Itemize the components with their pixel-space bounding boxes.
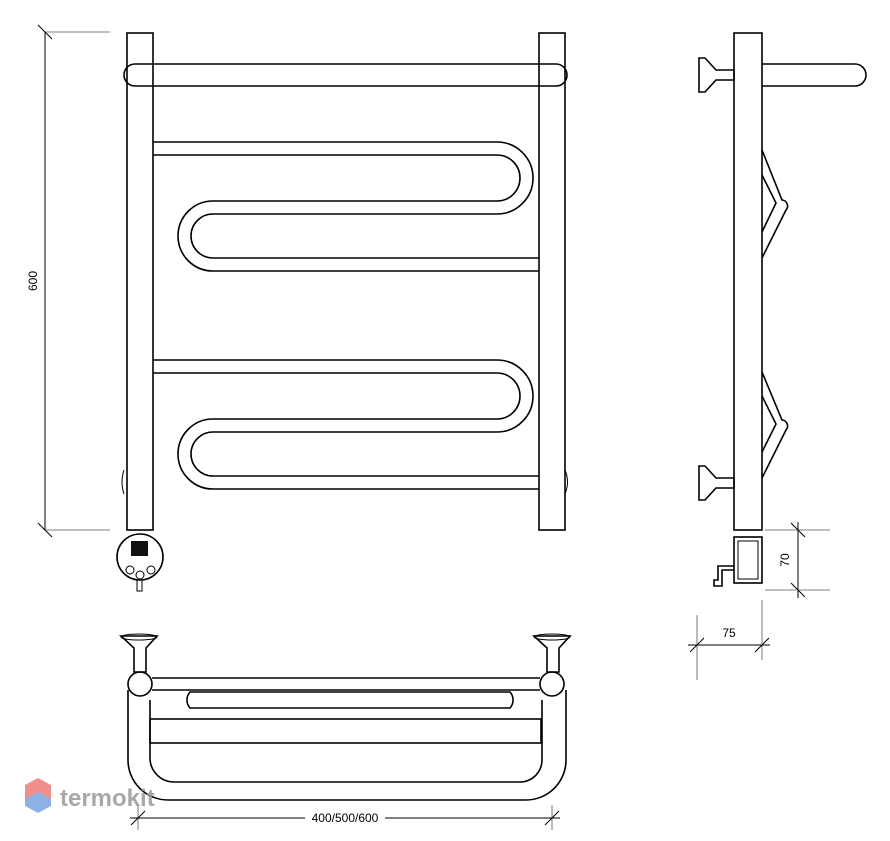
- side-wall-flange-bottom: [698, 465, 735, 501]
- top-mount-ball-right: [539, 671, 565, 697]
- right-post: [538, 32, 566, 531]
- watermark-text: termokit: [60, 785, 155, 812]
- depth-dimension-label: 75: [722, 626, 736, 640]
- width-dimension-label: 400/500/600: [312, 811, 379, 825]
- serpentine-lower: [153, 359, 539, 490]
- serpentine-upper: [153, 141, 539, 272]
- top-inner-frame: [149, 700, 543, 783]
- top-outer-frame: [127, 690, 567, 801]
- top-middle-bar: [149, 718, 542, 744]
- top-wall-cup-left: [118, 635, 159, 673]
- top-serpentine-loop: [186, 691, 514, 709]
- power-cable: [136, 579, 143, 592]
- left-mount-hint: [121, 469, 125, 495]
- side-serpentine-upper: [761, 149, 789, 259]
- left-post: [126, 32, 154, 531]
- top-view: 400/500/600: [118, 633, 572, 830]
- heater-control-unit: [116, 533, 164, 581]
- display-icon: [131, 541, 148, 556]
- side-top-rail: [762, 63, 867, 87]
- side-wall-flange-top: [698, 57, 735, 93]
- control-button-left: [125, 565, 135, 575]
- side-post: [733, 32, 763, 531]
- control-button-middle: [135, 570, 145, 580]
- right-mount-hint: [564, 469, 568, 495]
- height-dimension-label: 600: [26, 271, 40, 291]
- side-cable-outlet: [713, 565, 734, 587]
- side-control-box: [733, 536, 763, 584]
- side-serpentine-lower: [761, 371, 789, 479]
- top-rail: [123, 63, 568, 87]
- top-mount-ball-left: [127, 671, 153, 697]
- termokit-logo-icon: [25, 778, 51, 813]
- watermark: termokit: [25, 778, 155, 813]
- control-button-right: [146, 565, 156, 575]
- front-view: 600: [26, 24, 568, 592]
- box-height-dimension-label: 70: [778, 553, 792, 567]
- side-view: 70 75: [688, 32, 867, 680]
- top-wall-cup-right: [531, 635, 572, 673]
